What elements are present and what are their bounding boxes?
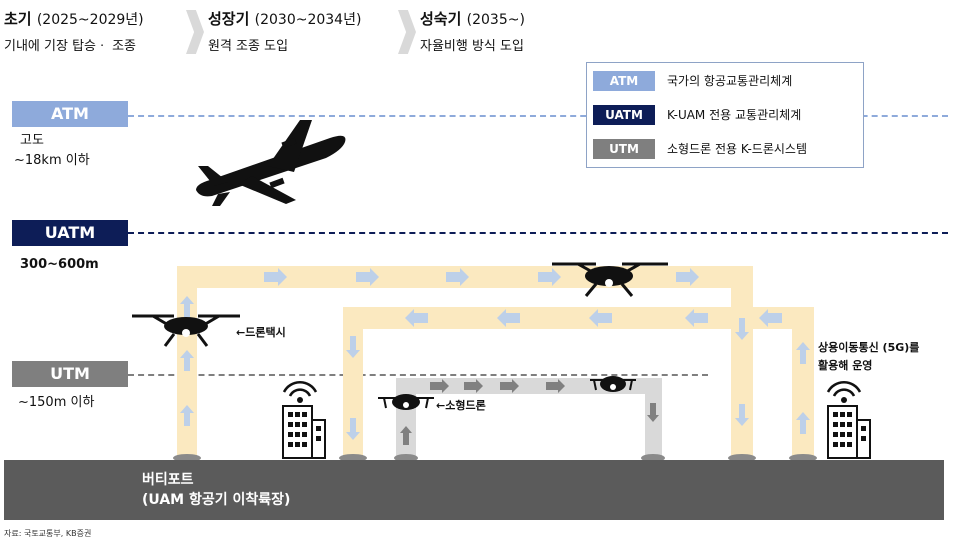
small-drone-arrows (400, 379, 659, 445)
arrow-down (346, 418, 360, 440)
5g-tower-building-icon-2 (826, 381, 871, 459)
small-drone-route (396, 378, 662, 460)
arrow-left (589, 309, 612, 327)
atm-altitude-line (128, 115, 948, 117)
outer-route-arrows (180, 268, 749, 426)
phase-1-years: (2025~2029년) (36, 12, 144, 28)
arrow-up (180, 350, 194, 371)
legend-label-uatm: K-UAM 전용 교통관리체계 (667, 108, 802, 122)
arrow-left (759, 309, 782, 327)
small-drone-icon (378, 394, 434, 410)
arrow-down (346, 336, 360, 358)
small-drone-icon-2 (590, 376, 636, 392)
inner-route-arrows (346, 309, 810, 440)
legend-label-atm: 국가의 항공교통관리체계 (667, 74, 793, 88)
arrow-right (464, 379, 483, 393)
atm-altitude-label-2: ~18km 이하 (14, 153, 90, 168)
vertiport-sublabel: (UAM 항공기 이착륙장) (142, 492, 291, 508)
source-note: 자료: 국토교통부, KB증권 (4, 529, 92, 538)
phase-3: 성숙기 (2035~) 자율비행 방식 도입 (420, 8, 525, 54)
phase-2-desc: 원격 조종 도입 (208, 39, 289, 54)
vertiport-ground (4, 460, 944, 520)
arrow-right (356, 268, 379, 286)
small-drone-label: ←소형드론 (436, 399, 486, 412)
arrow-left (685, 309, 708, 327)
legend: ATM 국가의 항공교통관리체계 UATM K-UAM 전용 교통관리체계 UT… (586, 62, 864, 168)
arrow-right (546, 379, 565, 393)
phase-2: 성장기 (2030~2034년) 원격 조종 도입 (208, 8, 361, 54)
phase-3-years: (2035~) (466, 12, 525, 28)
arrow-up (796, 412, 810, 434)
drone-taxi-icon-2 (552, 262, 668, 297)
legend-swatch-uatm: UATM (593, 105, 655, 125)
vertiport-label: 버티포트 (142, 472, 194, 488)
uatm-altitude-line (128, 232, 948, 234)
arrow-up (180, 296, 194, 317)
utm-altitude-label: ~150m 이하 (18, 395, 95, 410)
5g-note-line-2: 활용해 운영 (818, 359, 873, 372)
phase-3-title: 성숙기 (420, 10, 462, 28)
arrow-right (430, 379, 449, 393)
legend-swatch-utm: UTM (593, 139, 655, 159)
arrow-right (676, 268, 699, 286)
uatm-altitude-label: 300~600m (20, 257, 99, 272)
legend-label-utm: 소형드론 전용 K-드론시스템 (667, 142, 808, 156)
utm-tag: UTM (12, 361, 128, 387)
arrow-right (446, 268, 469, 286)
utm-altitude-line (128, 374, 708, 376)
arrow-down (735, 318, 749, 340)
phase-1-desc: 기내에 기장 탑승ㆍ 조종 (4, 39, 136, 54)
phase-1: 초기 (2025~2029년) 기내에 기장 탑승ㆍ 조종 (4, 8, 144, 54)
phase-separator-1 (186, 10, 204, 54)
arrow-right (264, 268, 287, 286)
drone-taxi-icon (132, 314, 240, 347)
uam-outer-route (177, 266, 753, 460)
phase-2-title: 성장기 (208, 10, 250, 28)
arrow-down (647, 403, 659, 422)
arrow-right (500, 379, 519, 393)
arrow-down (735, 404, 749, 426)
arrow-left (497, 309, 520, 327)
drone-taxi-label: ←드론택시 (236, 326, 286, 339)
arrow-right (538, 268, 561, 286)
arrow-up (180, 405, 194, 426)
atm-altitude-label-1: 고도 (20, 133, 44, 148)
arrow-up (796, 342, 810, 364)
phase-separator-2 (398, 10, 416, 54)
5g-note-line-1: 상용이동통신 (5G)를 (818, 341, 920, 354)
arrow-up (400, 426, 412, 445)
5g-tower-building-icon (282, 381, 326, 459)
legend-swatch-atm: ATM (593, 71, 655, 91)
atm-tag: ATM (12, 101, 128, 127)
arrow-left (405, 309, 428, 327)
uam-inner-route (343, 307, 814, 460)
uatm-tag: UATM (12, 220, 128, 246)
phase-1-title: 초기 (4, 10, 32, 28)
phase-3-desc: 자율비행 방식 도입 (420, 39, 524, 54)
phase-2-years: (2030~2034년) (254, 12, 362, 28)
airplane-icon (196, 120, 346, 206)
